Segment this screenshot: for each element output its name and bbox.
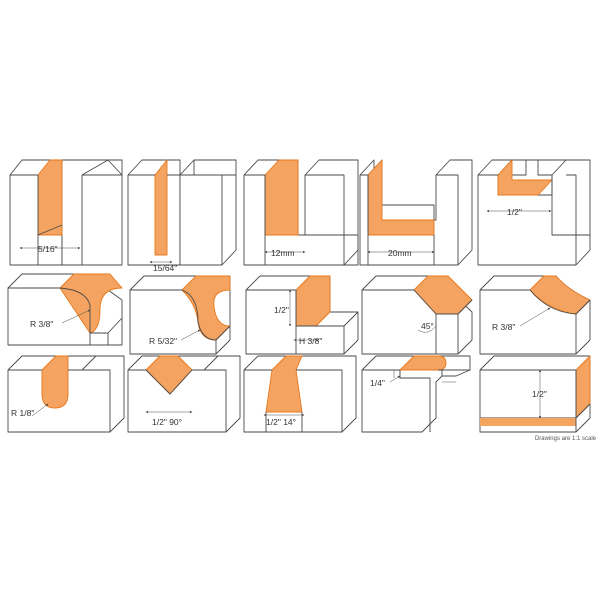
profile-10-roundover-r3-8: R 3/8" [479, 275, 591, 355]
profile-11-corebox-r1-8: R 1/8" [7, 355, 125, 433]
profile-8-label-depth: H 3/8" [299, 336, 322, 346]
profile-4-label: 20mm [388, 248, 412, 258]
profile-6-cove-r3-8: R 3/8" [7, 273, 123, 346]
profile-9-chamfer-45: 45° [361, 275, 473, 355]
scale-footnote: Drawings are 1:1 scale [534, 436, 596, 442]
profile-11-label: R 1/8" [11, 408, 34, 418]
profile-13-label: 1/2" 14° [266, 417, 296, 427]
profile-13-dovetail-14: 1/2" 14° [243, 355, 357, 433]
profile-5-rabbet-1-2: 1/2" [477, 159, 591, 266]
profile-6-label: R 3/8" [30, 319, 53, 329]
profile-12-label: 1/2" 90° [152, 417, 182, 427]
profile-9-label: 45° [421, 321, 434, 331]
profile-3-label: 12mm [271, 248, 295, 258]
profile-15-flush-trim: 1/2" [479, 355, 591, 433]
profile-5-label: 1/2" [507, 207, 522, 217]
profile-12-vgroove-90: 1/2" 90° [127, 355, 241, 433]
profile-2-straight-15-64: 15/64" [127, 159, 237, 273]
profile-14-slot-cutter: 1/4" [361, 355, 471, 433]
profile-1-label: 5/16" [38, 244, 58, 254]
profile-8-label-height: 1/2" [274, 305, 289, 315]
profile-10-label: R 3/8" [492, 322, 515, 332]
profile-14-label: 1/4" [370, 378, 385, 388]
profile-2-label: 15/64" [153, 263, 177, 273]
profile-8-rabbeting: 1/2" H 3/8" [245, 275, 359, 355]
profile-1-straight-5-16: 5/16" [9, 159, 123, 266]
profile-7-label: R 5/32" [149, 336, 177, 346]
profile-15-label: 1/2" [532, 389, 547, 399]
profile-4-straight-20mm: 20mm [359, 159, 473, 266]
profile-7-ogee-r5-32: R 5/32" [129, 275, 231, 355]
profile-3-straight-12mm: 12mm [243, 159, 359, 266]
